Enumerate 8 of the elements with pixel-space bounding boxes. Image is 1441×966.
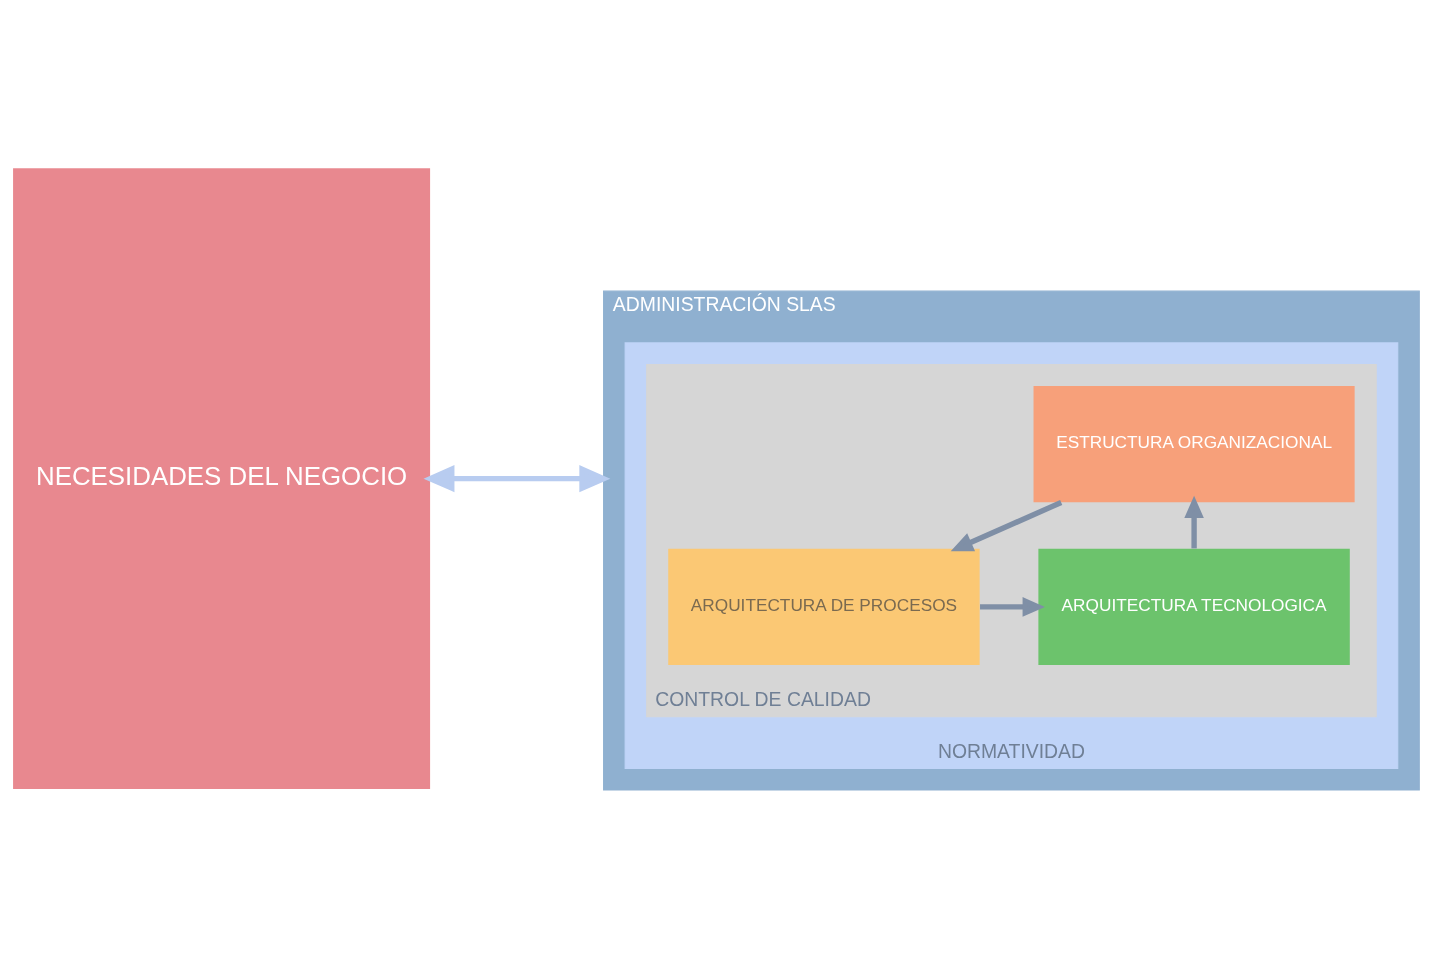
node-box: ESTRUCTURA ORGANIZACIONAL xyxy=(1033,385,1355,502)
arrow xyxy=(980,596,1045,617)
node-box: ARQUITECTURA DE PROCESOS xyxy=(668,548,980,665)
arrow xyxy=(423,464,611,492)
node-box: ARQUITECTURA TECNOLOGICA xyxy=(1038,548,1350,665)
arrow xyxy=(950,499,1063,551)
node-box: NECESIDADES DEL NEGOCIO xyxy=(13,167,431,789)
arrow xyxy=(1184,495,1204,548)
